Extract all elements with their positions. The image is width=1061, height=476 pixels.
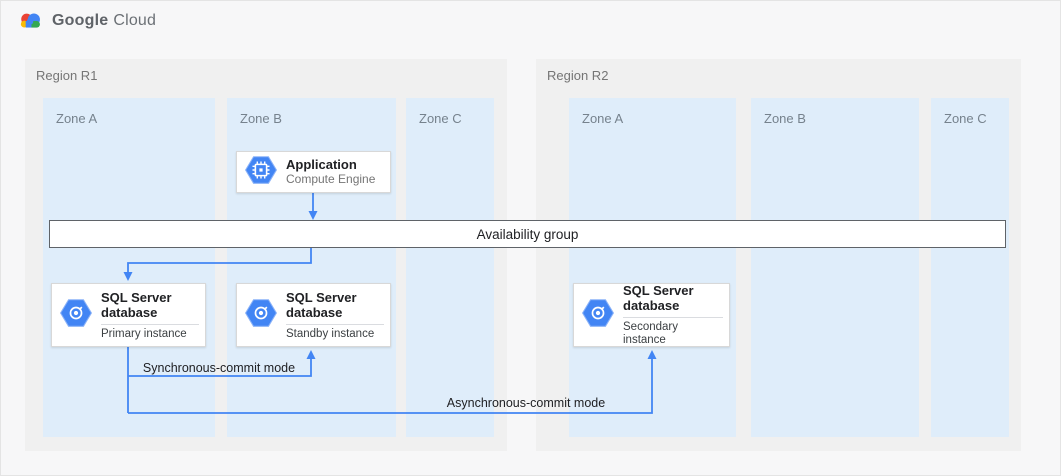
async-commit-label: Asynchronous-commit mode — [446, 396, 606, 410]
google-cloud-logo-icon — [20, 13, 40, 28]
region-r2-zone-b: Zone B — [751, 98, 919, 437]
application-node-text: Application Compute Engine — [286, 157, 375, 187]
sql-server-instance-icon — [244, 298, 278, 333]
region-r2-zone-a: Zone A — [569, 98, 736, 437]
sql-server-instance-icon — [581, 298, 615, 333]
zone-label: Zone A — [56, 111, 98, 126]
region-r1-zone-a: Zone A — [43, 98, 215, 437]
zone-label: Zone B — [240, 111, 282, 126]
divider — [101, 323, 199, 325]
sql-standby-title: SQL Server database — [286, 289, 357, 320]
application-node: Application Compute Engine — [236, 151, 391, 193]
availability-group-label: Availability group — [476, 226, 579, 242]
region-r1-zone-c: Zone C — [406, 98, 494, 437]
region-r2-label: Region R2 — [547, 68, 609, 83]
zone-label: Zone C — [419, 111, 462, 126]
compute-engine-icon — [244, 155, 278, 190]
sql-secondary-node: SQL Server database Secondary instance — [573, 283, 730, 347]
sql-secondary-title: SQL Server database — [623, 283, 694, 313]
sql-server-instance-icon — [59, 298, 93, 333]
region-r2-zone-c: Zone C — [931, 98, 1009, 437]
sync-commit-label: Synchronous-commit mode — [142, 361, 296, 375]
sql-primary-node: SQL Server database Primary instance — [51, 283, 206, 347]
region-r1-label: Region R1 — [36, 68, 98, 83]
divider — [286, 323, 384, 325]
logo-product: Cloud — [113, 12, 157, 29]
application-title: Application — [286, 157, 357, 172]
region-r1-zone-b: Zone B — [227, 98, 396, 437]
sql-primary-instance-label: Primary instance — [101, 327, 187, 340]
sql-standby-instance-label: Standby instance — [286, 327, 375, 340]
region-r2: Region R2 Zone A Zone B Zone C — [536, 59, 1021, 451]
sql-primary-title: SQL Server database — [101, 289, 172, 320]
region-r1: Region R1 Zone A Zone B Zone C — [25, 59, 507, 451]
zone-label: Zone A — [582, 111, 624, 126]
divider — [623, 317, 723, 318]
sql-standby-body: SQL Server database Standby instance — [286, 284, 390, 346]
sql-primary-body: SQL Server database Primary instance — [101, 284, 205, 346]
availability-group-bar: Availability group — [49, 220, 1006, 248]
sql-secondary-body: SQL Server database Secondary instance — [623, 283, 729, 346]
application-subtitle: Compute Engine — [286, 172, 376, 186]
zone-label: Zone B — [764, 111, 806, 126]
sql-secondary-instance-label: Secondary instance — [623, 321, 678, 346]
logo-brand: Google — [52, 12, 109, 29]
zone-label: Zone C — [944, 111, 987, 126]
sql-standby-node: SQL Server database Standby instance — [236, 283, 391, 347]
